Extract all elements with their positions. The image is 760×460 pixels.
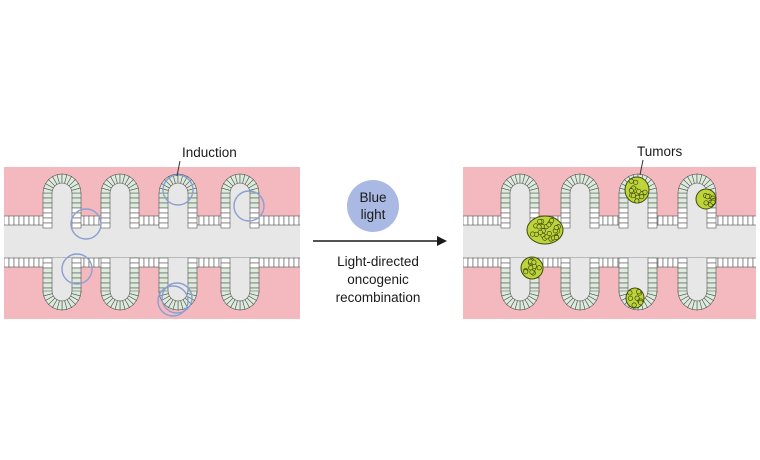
induction-label: Induction bbox=[182, 145, 237, 160]
tumor bbox=[624, 176, 650, 204]
villus-crypt-bottom bbox=[100, 257, 140, 311]
induction-circle bbox=[157, 285, 189, 317]
villus-crypt-bottom bbox=[677, 257, 717, 311]
villus-crypt-top bbox=[560, 173, 600, 229]
left-panel bbox=[4, 167, 300, 319]
induction-circles bbox=[61, 174, 265, 317]
villus-crypt-bottom bbox=[220, 257, 260, 311]
left-gut-section bbox=[4, 173, 300, 317]
induction-circle bbox=[70, 208, 102, 240]
villus-crypt-bottom bbox=[560, 257, 600, 311]
villus-crypt-top bbox=[100, 173, 140, 229]
tumor bbox=[695, 188, 717, 210]
villus-crypt-top bbox=[42, 173, 82, 229]
blue-light-circle bbox=[347, 180, 399, 232]
villus-crypt-bottom bbox=[618, 257, 658, 311]
induction-circle bbox=[61, 253, 93, 285]
tumor bbox=[625, 287, 645, 309]
left-lumen-and-crypts bbox=[4, 173, 300, 311]
tumor bbox=[526, 215, 564, 245]
tumors-label: Tumors bbox=[637, 144, 683, 159]
process-label-line2: oncogenic bbox=[347, 272, 409, 287]
induction-circle bbox=[162, 174, 194, 206]
blue-light-label-line1: Blue bbox=[359, 190, 386, 205]
induction-circle bbox=[161, 282, 193, 314]
process-label-line1: Light-directed bbox=[337, 254, 419, 269]
lumen bbox=[4, 225, 300, 258]
right-lumen-and-crypts bbox=[463, 173, 756, 311]
blue-light-label-line2: light bbox=[361, 207, 386, 222]
tumors bbox=[520, 176, 717, 309]
villus-crypt-top bbox=[158, 173, 198, 229]
tumors-pointer bbox=[639, 159, 644, 176]
right-panel bbox=[463, 167, 756, 319]
villus-crypt-bottom bbox=[42, 257, 82, 311]
lumen bbox=[463, 225, 756, 258]
tumor bbox=[520, 256, 544, 280]
right-gut-section bbox=[463, 173, 756, 311]
induction-circle bbox=[233, 190, 265, 222]
villus-crypt-top bbox=[500, 173, 540, 229]
induction-pointer bbox=[176, 160, 181, 177]
villus-crypt-bottom bbox=[500, 257, 540, 311]
process-label-line3: recombination bbox=[336, 290, 421, 305]
